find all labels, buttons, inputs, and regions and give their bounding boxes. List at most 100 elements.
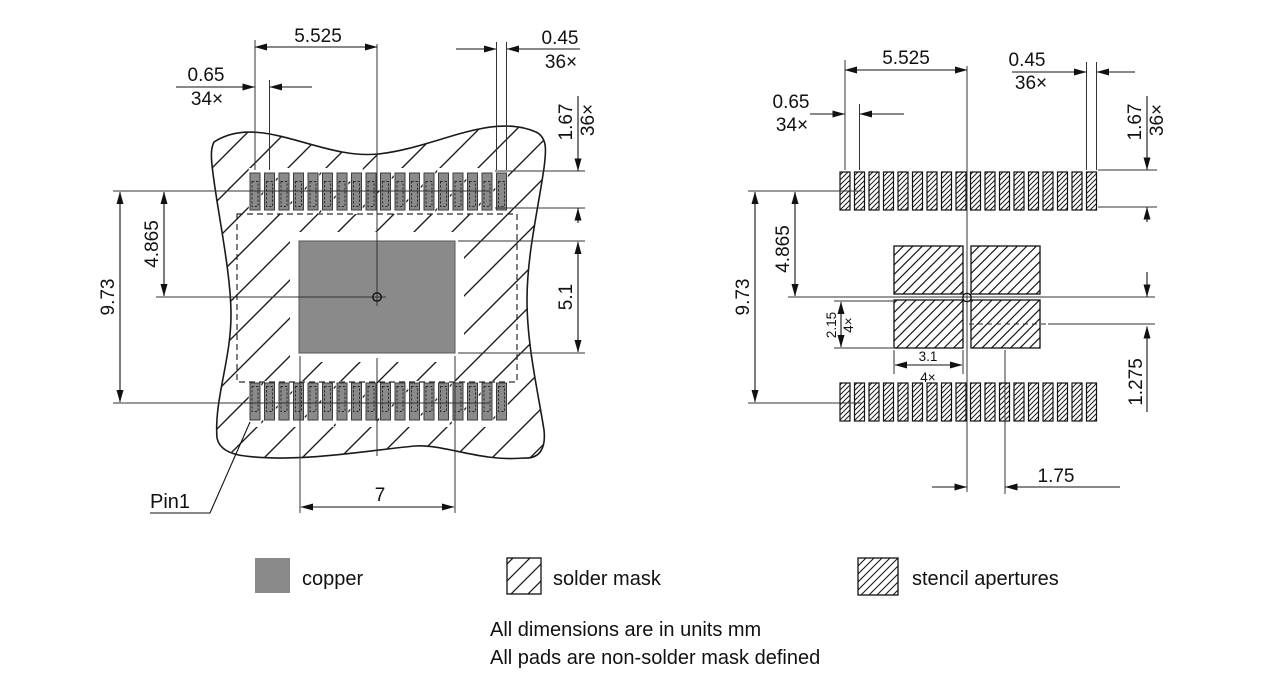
stencil-pad-aperture (940, 382, 953, 422)
left-center-mark (372, 292, 382, 302)
stencil-outline-on-pad (280, 181, 288, 207)
stencil-outline-on-pad (498, 181, 505, 207)
dim-pad-length: 1.67 (556, 104, 577, 141)
dim-thermal-width: 7 (375, 485, 386, 506)
stencil-outline-on-pad (454, 181, 462, 207)
stencil-pad-aperture (969, 171, 982, 211)
count-center-aperture-width: 4× (920, 370, 935, 385)
stencil-outline-on-pad (338, 386, 346, 412)
copper-pad (423, 382, 435, 421)
stencil-outline-on-pad (382, 386, 389, 412)
stencil-outline-on-pad (483, 386, 491, 412)
pin1-leader-line (150, 421, 251, 514)
stencil-outline-on-pad (498, 386, 505, 412)
legend-solder-mask-label: solder mask (553, 568, 662, 590)
copper-swatch (255, 558, 290, 593)
stencil-pad-aperture (1013, 171, 1025, 211)
stencil-outline-on-pad (396, 386, 404, 412)
stencil-pad-aperture (882, 171, 895, 211)
right-center-mark (962, 292, 972, 303)
thermal-stencil-apertures (893, 245, 1041, 349)
stencil-pad-aperture (1071, 171, 1083, 211)
stencil-pad-aperture (1013, 382, 1025, 422)
stencil-outline-on-pad (309, 181, 317, 207)
stencil-pad-aperture (1056, 171, 1069, 211)
stencil-pad-aperture (984, 382, 996, 422)
stencil-outline-on-pad (338, 181, 346, 207)
dim-pin1-to-center: 5.525 (882, 48, 930, 69)
count-pad-length: 36× (578, 104, 599, 136)
copper-pad (307, 382, 319, 421)
stencil-pad-aperture (998, 171, 1011, 211)
stencil-outline-on-pad (411, 181, 418, 207)
note-units: All dimensions are in units mm (490, 619, 761, 641)
stencil-outline-on-pad (324, 181, 331, 207)
stencil-outline-on-pad (483, 181, 491, 207)
stencil-outline-on-pad (469, 181, 476, 207)
copper-pad (293, 382, 304, 421)
dim-row-to-center: 4.865 (773, 225, 794, 273)
stencil-outline-on-pad (469, 386, 476, 412)
stencil-outline-on-pad (295, 181, 302, 207)
stencil-outline-on-pad (425, 181, 433, 207)
stencil-outline-on-pad (280, 386, 288, 412)
stencil-pad-aperture (1042, 171, 1054, 211)
stencil-pad-aperture (955, 171, 967, 211)
stencil-pad-aperture (911, 171, 924, 211)
stencil-pad-aperture (882, 382, 895, 422)
stencil-outline-on-pad (396, 181, 404, 207)
stencil-pad-aperture (1027, 382, 1040, 422)
stencil-pad-aperture (1027, 171, 1040, 211)
stencil-outline-on-pad (251, 181, 259, 207)
count-center-aperture-height: 4× (841, 317, 856, 332)
stencil-apertures-swatch (857, 557, 899, 596)
copper-pad (409, 382, 420, 421)
stencil-pad-aperture (839, 382, 851, 422)
stencil-pad-aperture (969, 382, 982, 422)
stencil-outline-on-pad (353, 386, 360, 412)
stencil-pad-aperture (868, 382, 880, 422)
stencil-outline-on-pad (266, 181, 273, 207)
copper-pad (496, 382, 507, 421)
stencil-pad-aperture (1071, 382, 1083, 422)
stencil-pad-aperture (984, 171, 996, 211)
dim-pin1-to-center: 5.525 (294, 26, 342, 47)
stencil-outline-on-pad (324, 386, 331, 412)
copper-pad (394, 382, 406, 421)
dim-center-aperture-width: 3.1 (919, 349, 938, 364)
stencil-pad-aperture (940, 171, 953, 211)
dim-aperture-length: 1.67 (1125, 104, 1146, 141)
copper-pad (249, 382, 261, 421)
dim-pad-pitch: 0.65 (188, 65, 225, 86)
copper-pad (496, 172, 507, 211)
stencil-outline-on-pad (353, 181, 360, 207)
stencil-outline-on-pad (367, 181, 375, 207)
copper-pad (438, 382, 449, 421)
stencil-outline-on-pad (367, 386, 375, 412)
stencil-outline-on-pad (295, 386, 302, 412)
dim-pad-width: 0.45 (542, 28, 579, 49)
legend: copper solder mask stencil apertures (255, 557, 1059, 596)
stencil-pad-aperture (926, 171, 938, 211)
dim-center-aperture-height: 2.15 (824, 312, 839, 338)
stencil-pad-aperture (1085, 382, 1098, 422)
note-mask-defined: All pads are non-solder mask defined (490, 647, 820, 669)
stencil-pad-aperture (1085, 171, 1098, 211)
legend-stencil-apertures-label: stencil apertures (912, 568, 1059, 590)
count-pad-pitch: 34× (191, 89, 223, 110)
dim-row-to-row: 9.73 (733, 279, 754, 316)
stencil-outline-on-pad (266, 386, 273, 412)
stencil-pad-aperture (955, 382, 967, 422)
stencil-pad-aperture (868, 171, 880, 211)
dim-center-offset-x: 1.75 (1038, 466, 1075, 487)
dim-row-to-center: 4.865 (142, 220, 163, 268)
stencil-pad-aperture (897, 382, 909, 422)
left-view-copper-mask: 5.525 0.45 36× 0.65 34× 1.67 36× 9.73 4.… (98, 26, 599, 514)
count-aperture-pitch: 34× (776, 115, 808, 136)
stencil-pad-aperture (1056, 382, 1069, 422)
copper-pad (322, 382, 333, 421)
stencil-pad-aperture (897, 171, 909, 211)
stencil-pad-aperture (911, 382, 924, 422)
left-extension-lines (113, 40, 585, 513)
